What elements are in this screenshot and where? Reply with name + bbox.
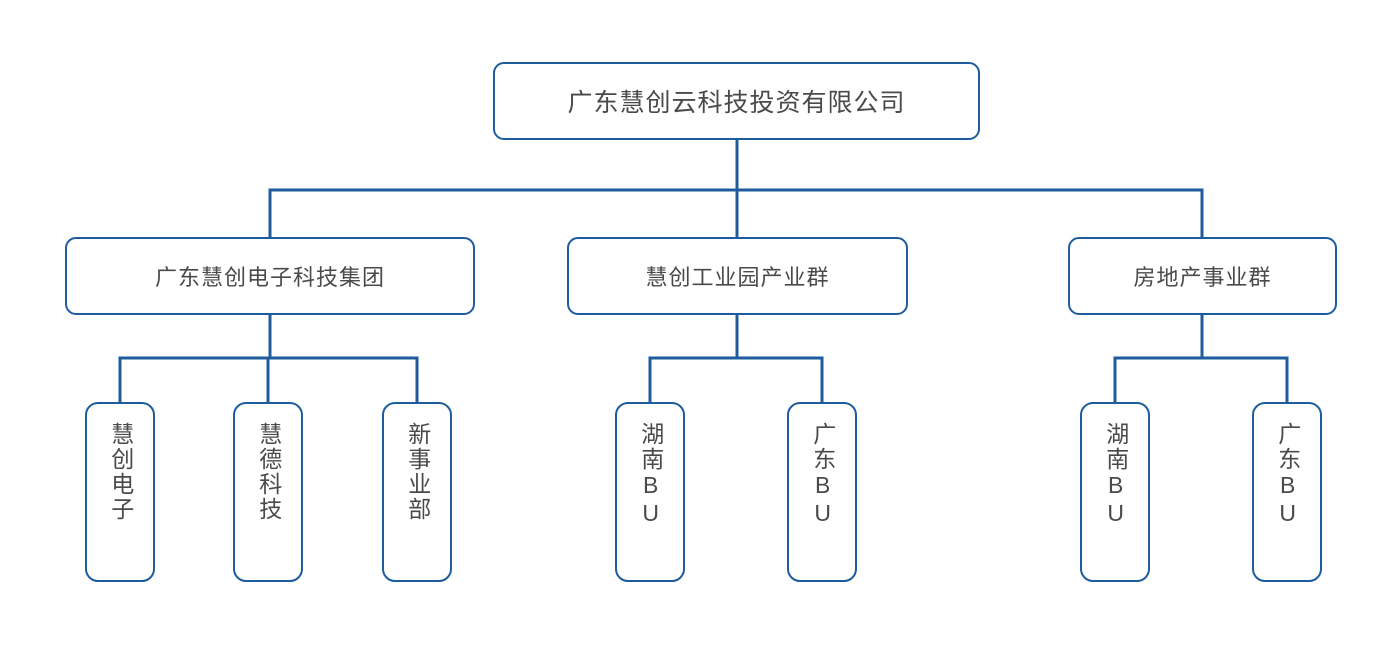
node-leaf-park-guangdong-bu-label: 广东BU — [809, 422, 836, 528]
node-division-electronics[interactable]: 广东慧创电子科技集团 — [65, 237, 475, 315]
node-leaf-huide-keji[interactable]: 慧德科技 — [233, 402, 303, 582]
node-leaf-estate-guangdong-bu-label: 广东BU — [1274, 422, 1301, 528]
node-leaf-huichuang-dianzi-label: 慧创电子 — [107, 422, 134, 522]
node-root[interactable]: 广东慧创云科技投资有限公司 — [493, 62, 980, 140]
node-leaf-park-hunan-bu-label: 湖南BU — [637, 422, 664, 528]
node-leaf-xin-shiye-bu-label: 新事业部 — [404, 422, 431, 522]
node-leaf-park-guangdong-bu[interactable]: 广东BU — [787, 402, 857, 582]
node-leaf-xin-shiye-bu[interactable]: 新事业部 — [382, 402, 452, 582]
node-division-industrial-park-label: 慧创工业园产业群 — [645, 265, 830, 290]
node-division-real-estate[interactable]: 房地产事业群 — [1068, 237, 1337, 315]
node-leaf-park-hunan-bu[interactable]: 湖南BU — [615, 402, 685, 582]
node-root-label: 广东慧创云科技投资有限公司 — [567, 89, 906, 117]
node-division-electronics-label: 广东慧创电子科技集团 — [154, 265, 385, 290]
node-leaf-estate-hunan-bu-label: 湖南BU — [1102, 422, 1129, 528]
node-leaf-huichuang-dianzi[interactable]: 慧创电子 — [85, 402, 155, 582]
node-leaf-estate-hunan-bu[interactable]: 湖南BU — [1080, 402, 1150, 582]
node-division-real-estate-label: 房地产事业群 — [1133, 265, 1272, 290]
node-leaf-estate-guangdong-bu[interactable]: 广东BU — [1252, 402, 1322, 582]
node-division-industrial-park[interactable]: 慧创工业园产业群 — [567, 237, 908, 315]
node-leaf-huide-keji-label: 慧德科技 — [255, 422, 282, 522]
